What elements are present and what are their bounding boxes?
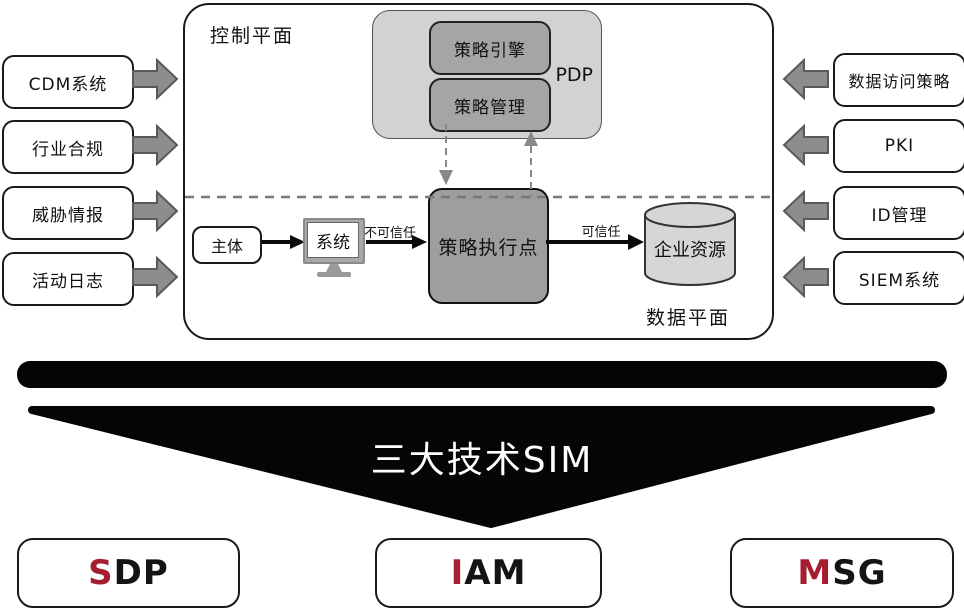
- funnel-label: 三大技术SIM: [370, 440, 594, 481]
- database-cylinder-icon: [644, 202, 736, 286]
- policy-engine-label: 策略引擎: [454, 40, 526, 61]
- policy-admin-box: 策略管理: [429, 78, 551, 132]
- tech-rest: DP: [113, 553, 169, 593]
- monitor-base: [317, 272, 351, 277]
- pdp-tag: PDP: [555, 64, 593, 86]
- funnel-icon: [28, 406, 935, 528]
- monitor-stand: [326, 264, 342, 272]
- input-label: CDM系统: [28, 74, 108, 95]
- input-label: 活动日志: [32, 271, 104, 292]
- arrow-right-icon: [132, 256, 179, 298]
- input-box-data-access-policy: 数据访问策略: [833, 53, 964, 107]
- input-label: PKI: [884, 136, 915, 156]
- arrow-right-icon: [132, 58, 179, 100]
- control-plane-label: 控制平面: [210, 25, 295, 47]
- input-box-activity-log: 活动日志: [2, 252, 134, 306]
- pdp-box: 策略引擎 策略管理 PDP: [372, 10, 602, 139]
- monitor-icon: 系统: [303, 218, 365, 277]
- monitor-screen: 系统: [307, 222, 359, 258]
- pep-label: 策略执行点: [438, 236, 539, 259]
- tech-rest: AM: [464, 553, 527, 593]
- policy-admin-label: 策略管理: [454, 97, 526, 118]
- system-label: 系统: [316, 232, 350, 253]
- tech-prefix: M: [797, 553, 833, 593]
- input-label: 行业合规: [32, 139, 104, 160]
- tech-prefix: S: [88, 553, 114, 593]
- input-box-pki: PKI: [833, 119, 964, 173]
- input-box-cdm: CDM系统: [2, 55, 134, 109]
- input-label: SIEM系统: [858, 270, 941, 291]
- arrow-right-icon: [132, 190, 179, 232]
- tech-rest: SG: [832, 553, 887, 593]
- input-label: 威胁情报: [32, 205, 104, 226]
- input-label: ID管理: [871, 205, 928, 226]
- pep-box: 策略执行点: [428, 188, 549, 304]
- subject-box: 主体: [192, 226, 262, 264]
- input-box-compliance: 行业合规: [2, 120, 134, 174]
- arrow-left-icon: [782, 58, 829, 100]
- arrow-left-icon: [782, 190, 829, 232]
- divider-bar: [17, 361, 947, 388]
- trusted-label: 可信任: [581, 225, 621, 240]
- arrow-left-icon: [782, 256, 829, 298]
- input-box-id-management: ID管理: [833, 186, 964, 240]
- resource-label: 企业资源: [654, 240, 726, 261]
- tech-prefix: I: [450, 553, 465, 593]
- data-plane-label: 数据平面: [646, 307, 731, 329]
- untrusted-label: 不可信任: [364, 226, 417, 241]
- input-box-threat: 威胁情报: [2, 186, 134, 240]
- input-box-siem: SIEM系统: [833, 251, 964, 305]
- arrow-right-icon: [132, 124, 179, 166]
- policy-engine-box: 策略引擎: [429, 21, 551, 75]
- subject-label: 主体: [210, 237, 243, 256]
- input-label: 数据访问策略: [848, 72, 951, 91]
- arrow-left-icon: [782, 124, 829, 166]
